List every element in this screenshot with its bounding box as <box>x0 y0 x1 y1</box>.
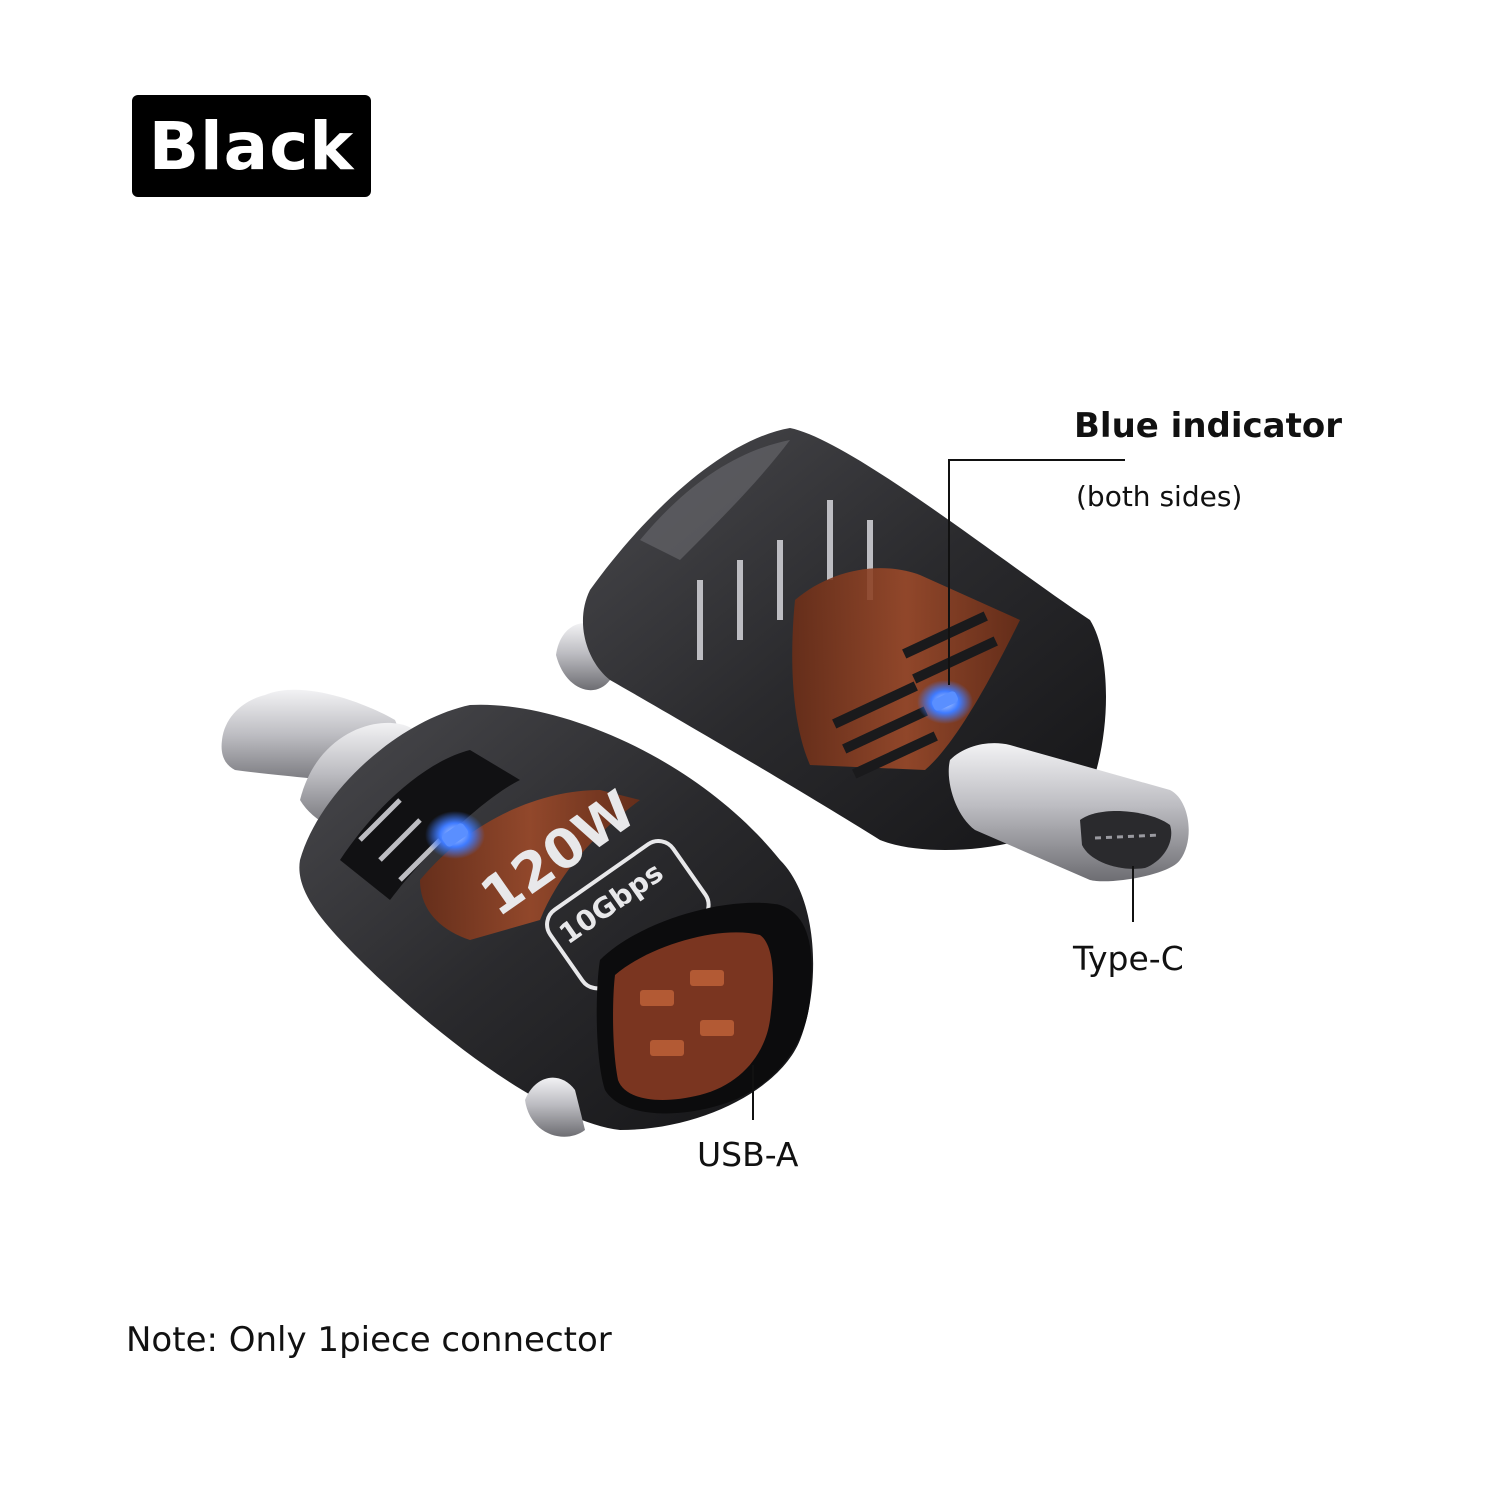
connector-right <box>556 428 1189 882</box>
color-badge-text: Black <box>148 107 355 185</box>
usb-a-port <box>613 932 773 1100</box>
indicator-led <box>931 691 959 711</box>
indicator-led-front <box>441 823 469 847</box>
contact-bars <box>832 611 998 779</box>
indicator-callout-subtitle: (both sides) <box>1076 480 1243 513</box>
metal-collar-front <box>525 1077 585 1137</box>
inner-band-front <box>420 790 640 940</box>
indicator-callout-title: Blue indicator <box>1074 406 1342 446</box>
usb-a-callout-label: USB-A <box>697 1135 799 1174</box>
type-c-port <box>1080 810 1172 869</box>
package-note: Note: Only 1piece connector <box>126 1320 612 1360</box>
callout-lines <box>752 459 1134 1120</box>
color-badge: Black <box>132 95 371 197</box>
connector-left: 120W 10Gbps <box>221 689 814 1137</box>
usb-a-contacts <box>640 970 734 1056</box>
inner-pins <box>697 500 873 660</box>
indicator-callout-line <box>948 459 1125 685</box>
type-c-callout-label: Type-C <box>1073 939 1184 978</box>
shell-highlight <box>640 440 790 560</box>
